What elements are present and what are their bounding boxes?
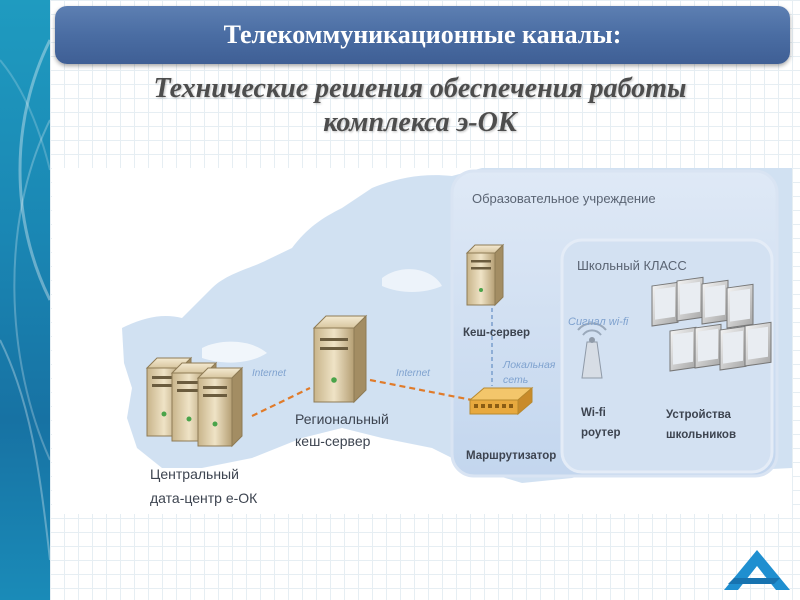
subtitle-line-1: Технические решения обеспечения работы	[153, 73, 687, 104]
regional-cache-server	[312, 314, 368, 404]
link-regional-router	[369, 378, 473, 402]
regional-cache-server-label: Региональный кеш-сервер	[295, 411, 389, 449]
internet-label-1: Internet	[252, 368, 286, 379]
wifi-router-icon	[577, 322, 607, 379]
slide-title: Телекоммуникационные каналы:	[223, 20, 622, 49]
map-sea-patch	[202, 341, 267, 363]
cache-server-icon	[465, 243, 505, 307]
router-icon	[468, 386, 534, 416]
slide-subtitle: Технические решения обеспечения работы к…	[80, 72, 760, 140]
diagram-graphics	[122, 168, 792, 483]
network-diagram: Образовательное учреждение Школьный КЛАС…	[52, 168, 792, 514]
slide-title-bar: Телекоммуникационные каналы:	[55, 6, 790, 64]
institution-label: Образовательное учреждение	[472, 191, 656, 206]
a-logo-icon	[724, 550, 790, 590]
band-swirl-decoration	[0, 39, 50, 561]
central-datacenter-label: Центральный дата-центр е-ОК	[150, 466, 258, 506]
student-devices-label: Устройства школьников	[666, 409, 737, 441]
left-decorative-band	[0, 0, 50, 600]
link-central-regional	[251, 387, 311, 417]
classroom-label: Школьный КЛАСС	[577, 258, 687, 273]
map-sea-patch	[382, 269, 442, 292]
central-datacenter-servers	[145, 356, 244, 448]
wifi-router-label: Wi-fi роутер	[581, 407, 621, 439]
wifi-signal-label: Сигнал wi-fi	[568, 316, 629, 328]
subtitle-line-2: комплекса э-ОК	[323, 107, 517, 138]
internet-label-2: Internet	[396, 368, 430, 379]
student-devices-icon	[651, 276, 772, 372]
router-label: Маршрутизатор	[466, 450, 557, 462]
local-network-label: Локальная сеть	[503, 359, 556, 386]
cache-server-label: Кеш-сервер	[463, 327, 530, 339]
